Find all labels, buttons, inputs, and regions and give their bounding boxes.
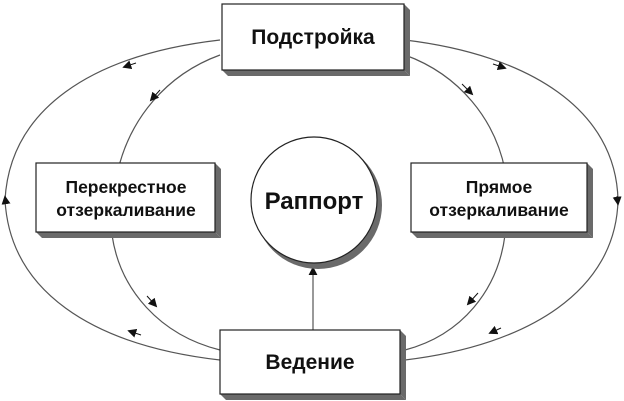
outer-arc-top-right (404, 39, 619, 201)
inner-arc-bottom-right (404, 234, 506, 351)
top-box-label: Подстройка (251, 26, 375, 49)
top-box (221, 3, 405, 71)
bottom-box (219, 329, 401, 395)
right-box (410, 162, 588, 233)
arrow-outer-bottom-right (488, 325, 502, 335)
arrow-outer-mid-right (612, 195, 622, 206)
arrow-inner-top-right (461, 83, 474, 96)
left-box-label-line2: отзеркаливание (56, 200, 196, 220)
arrow-outer-top-right (492, 61, 507, 70)
outer-arc-bottom-left (4, 199, 221, 361)
arrow-outer-top-left (122, 60, 137, 69)
arrow-inner-bottom-left (146, 295, 158, 308)
inner-arc-top-left (117, 54, 221, 171)
right-box-label-line1: Прямое (466, 177, 533, 197)
bottom-box-shadow-right (400, 330, 406, 400)
center-label: Раппорт (265, 188, 364, 215)
left-box-shadow-bottom (36, 232, 221, 238)
bottom-box-shadow-bottom (220, 394, 406, 400)
arrow-outer-mid-left (1, 195, 11, 205)
right-box-label-line2: отзеркаливание (429, 200, 569, 220)
inner-arc-top-right (404, 54, 506, 171)
top-box-shadow-bottom (222, 70, 410, 76)
right-box-shadow-right (587, 163, 593, 238)
outer-arc-top-left (4, 39, 221, 201)
left-box (35, 162, 216, 233)
center-circle (250, 136, 378, 264)
inner-arc-bottom-left (111, 234, 221, 351)
left-box-shadow-right (215, 163, 221, 238)
outer-arc-bottom-right (404, 199, 619, 361)
arrow-inner-top-left (149, 89, 161, 102)
arrow-inner-bottom-right (466, 292, 479, 306)
top-box-shadow-right (404, 4, 410, 76)
right-box-shadow-bottom (411, 232, 593, 238)
left-box-label-line1: Перекрестное (66, 177, 187, 197)
bottom-box-label: Ведение (265, 351, 354, 374)
arrow-outer-bottom-left (127, 329, 142, 338)
